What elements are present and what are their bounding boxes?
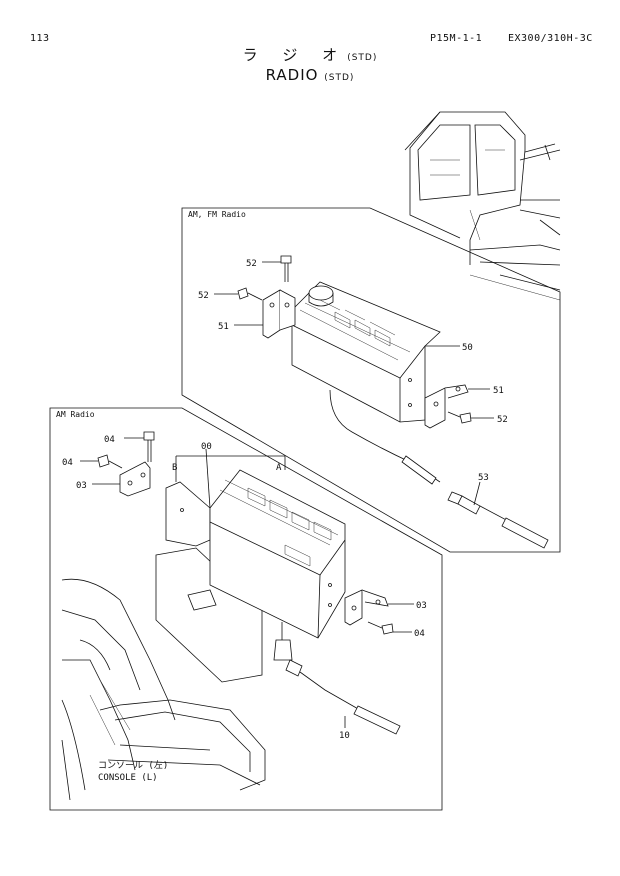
callout-04-right: 04 xyxy=(414,629,425,639)
callout-52-top: 52 xyxy=(246,259,257,269)
callout-lines-top xyxy=(214,261,494,506)
callout-10: 10 xyxy=(339,731,350,741)
console-label-en: CONSOLE (L) xyxy=(98,773,158,783)
callout-51-right: 51 xyxy=(493,386,504,396)
title-jp-text: ラ ジ オ xyxy=(242,46,348,64)
callout-b: B xyxy=(172,463,177,473)
callout-04-left: 04 xyxy=(62,458,73,468)
console-label-jp: コンソール (左) xyxy=(98,759,168,771)
callout-50: 50 xyxy=(462,343,473,353)
model-code: EX300/310H-3C xyxy=(508,33,593,44)
panel-plate-b xyxy=(155,481,263,683)
callout-00: 00 xyxy=(201,442,212,452)
am-fm-radio-unit xyxy=(291,281,441,423)
bracket-left-51 xyxy=(262,289,296,339)
callout-52-left: 52 xyxy=(198,291,209,301)
am-fm-radio-panel xyxy=(181,207,561,553)
callout-03-left: 03 xyxy=(76,481,87,491)
callout-51-left: 51 xyxy=(218,322,229,332)
screw-right-04 xyxy=(367,621,394,635)
callout-lines-am xyxy=(80,437,414,728)
callout-52-right: 52 xyxy=(497,415,508,425)
bracket-left-03 xyxy=(119,461,151,497)
title-jp-suffix: (STD) xyxy=(347,53,378,63)
title-en-text: RADIO xyxy=(265,66,319,84)
antenna-cable-53 xyxy=(329,389,549,549)
page-number: 113 xyxy=(30,33,50,44)
am-radio-panel xyxy=(49,407,443,811)
excavator-cab-illustration xyxy=(404,111,561,301)
am-section-label: AM Radio xyxy=(56,410,95,419)
am-radio-unit xyxy=(209,469,346,639)
title-en-suffix: (STD) xyxy=(324,73,355,83)
bracket-right-51 xyxy=(424,384,469,429)
am-fm-section-label: AM, FM Radio xyxy=(188,210,246,219)
callout-03-right: 03 xyxy=(416,601,427,611)
bracket-right-03 xyxy=(344,589,389,626)
callout-53: 53 xyxy=(478,473,489,483)
screw-left-04 xyxy=(97,454,123,469)
callout-04-top: 04 xyxy=(104,435,115,445)
screw-right-52 xyxy=(447,411,472,424)
title-english: RADIO (STD) xyxy=(0,66,620,84)
callout-a: A xyxy=(276,463,282,473)
title-japanese: ラ ジ オ(STD) xyxy=(0,44,620,65)
cable-10 xyxy=(273,622,401,735)
screw-top-52 xyxy=(280,255,292,282)
console-illustration xyxy=(61,578,266,801)
screw-top-04 xyxy=(143,431,155,462)
screw-left-52 xyxy=(237,287,263,301)
sheet-code: P15M-1-1 xyxy=(430,33,483,44)
